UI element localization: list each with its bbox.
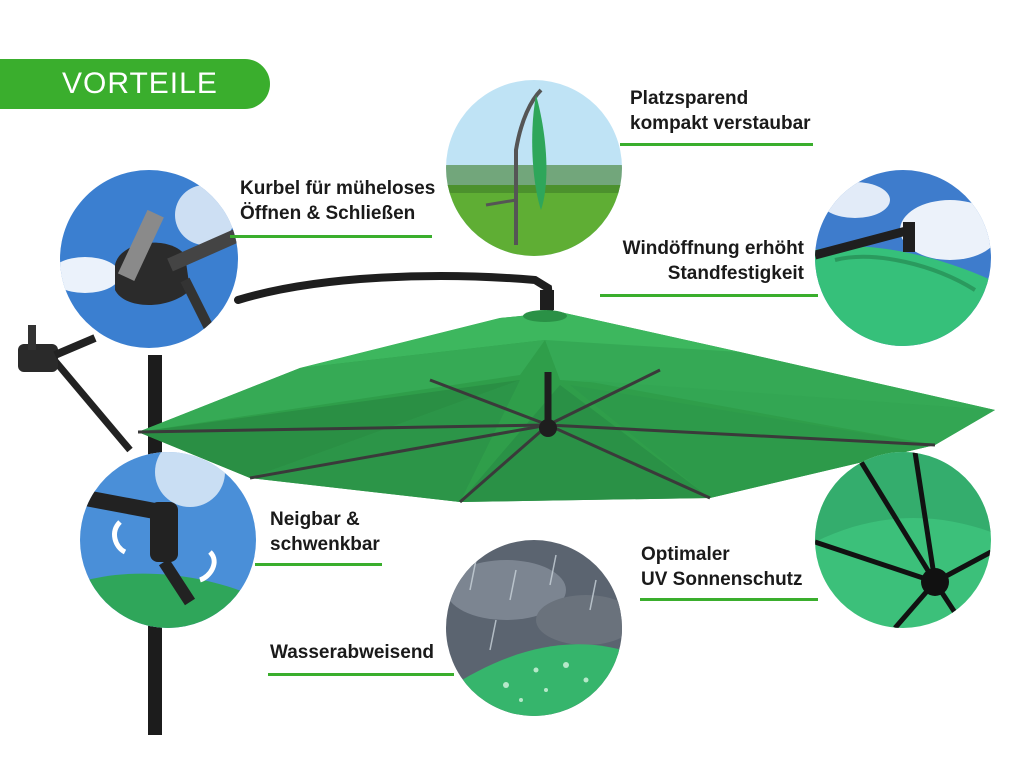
wind-feature-label: Windöffnung erhöht Standfestigkeit [622,238,804,284]
umbrella-arm [234,272,554,312]
crank-handle-icon [60,170,238,348]
wind-feature-line [600,294,818,297]
crank-feature-label: Kurbel für müheloses Öffnen & Schließen [240,178,436,224]
folded-umbrella-icon [446,80,622,256]
crank-feature-line [230,235,432,238]
wind-vent-icon [815,170,991,346]
uv-protection-icon [815,452,991,628]
tilt-swivel-icon [80,452,256,628]
water-repellent-icon [446,540,622,716]
tilt-feature-line [255,563,382,566]
vorteile-badge: VORTEILE [0,59,270,109]
water-feature-line [268,673,454,676]
tilt-feature-label: Neigbar & schwenkbar [270,509,380,555]
space-feature-label: Platzsparend kompakt verstaubar [630,88,811,134]
space-feature-line [620,143,813,146]
uv-feature-line [640,598,818,601]
uv-feature-label: Optimaler UV Sonnenschutz [641,544,803,590]
water-feature-label: Wasserabweisend [270,642,435,663]
